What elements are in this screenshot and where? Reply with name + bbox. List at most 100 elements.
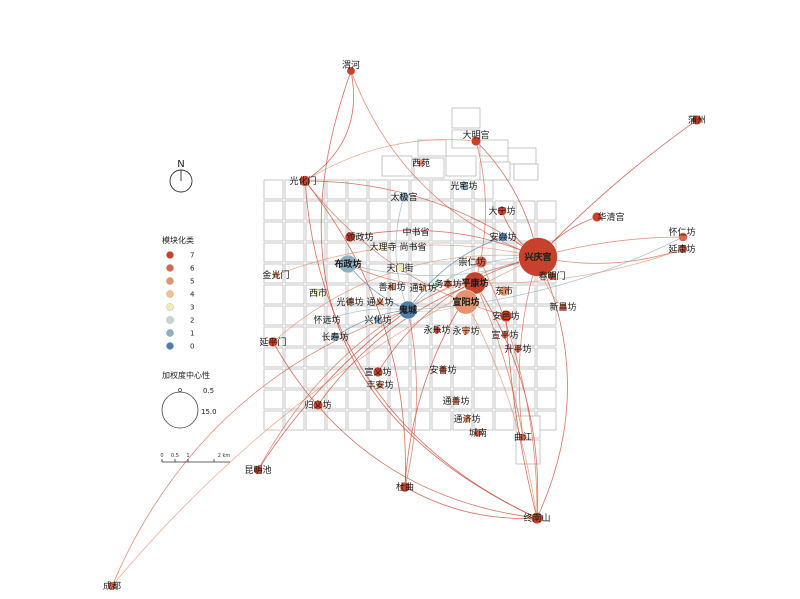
node-label-zhongnanshan: 终南山 [523,512,550,524]
node-huaqinggong [592,212,602,222]
node-label-weihe: 渭河 [342,59,360,71]
network-edge [111,309,409,587]
legend-centrality-large-circle [161,391,199,429]
node-chongrenfang [475,256,488,269]
node-shengpingfang [514,345,522,353]
node-xishi [314,289,322,297]
node-label-chengnan: 城南 [469,427,487,439]
legend-class-value: 7 [190,252,194,260]
node-xiyuan [417,159,425,167]
node-label-fenganfang: 丰安坊 [366,379,393,391]
node-label-chongrenfang: 崇仁坊 [458,256,485,268]
node-puzhou [692,115,702,125]
scale-tick-3: 2 km [218,453,231,459]
node-label-tongjifang: 通济坊 [453,413,480,425]
node-anxingfang [498,232,508,242]
node-danningfang [497,206,507,216]
node-label-anshanfang: 安善坊 [429,364,456,376]
legend-class-swatch [166,290,174,298]
node-label-tongguifang: 通轨坊 [409,282,436,294]
node-zhongshusheng [412,228,420,236]
node-label-anxingfang: 安兴坊 [489,231,516,243]
node-label-puzhou: 蒲州 [688,114,706,126]
network-edge [536,256,568,519]
node-label-buzhengfang: 布政坊 [333,258,361,270]
legend-class-swatch [166,264,174,272]
node-guiyifang [313,400,323,410]
network-edge [465,301,538,519]
node-tongjifang [463,415,471,423]
network-edge [407,236,684,311]
node-anyifang [500,310,513,323]
network-edge [350,70,539,258]
legend-class-swatch [166,342,174,350]
node-label-yongzhifang: 永乐坊 [423,324,450,336]
node-shangshusheng [409,243,417,251]
legend-class-value: 0 [190,343,194,351]
node-label-danningfang: 大宁坊 [488,205,515,217]
legend-class-value: 4 [190,291,195,299]
node-chunmingmen [547,271,557,281]
node-kunmingchi [253,465,263,475]
network-edge [272,254,539,343]
node-label-dalisi: 大理寺 [369,241,396,253]
scale-tick-1: 0.5 [171,453,179,459]
legend-class-value: 5 [190,278,194,286]
legend-class-value: 3 [190,304,194,312]
scale-bar: 0 0.5 1 2 km [160,453,231,463]
node-chengdu [107,581,117,591]
legend-class-value: 1 [190,330,194,338]
network-edge [377,256,539,373]
node-huaiyuanfang [323,316,331,324]
node-label-xinchangfang: 新昌坊 [549,301,576,313]
node-zhongnanshan [531,512,544,525]
node-label-tongshanfang: 通善坊 [442,395,469,407]
network-edge [407,236,504,311]
node-label-wuyifang: 务本坊 [434,278,461,290]
node-guangdefang [346,298,354,306]
scale-tick-2: 1 [186,453,189,459]
node-qujiang [519,433,527,441]
legend-centrality-small-value: 0.5 [203,387,214,395]
node-huairenfang [678,232,688,242]
node-yanpingmen [268,337,278,347]
node-tongyifang [376,298,384,306]
node-label-chengdu: 成都 [103,580,121,592]
node-label-tianmenjie: 天门街 [386,262,413,274]
legend-class-value: 2 [190,317,194,325]
node-label-yanpingmen: 延平门 [259,336,286,348]
node-label-yihefang: 善和坊 [378,281,405,293]
network-edge [320,70,538,519]
legend-centrality-large-value: 15.0 [201,408,217,416]
node-xinchangfang [559,303,567,311]
node-damingong [471,136,481,146]
node-label-damingong: 大明宫 [462,129,489,141]
network-edge [275,244,539,276]
legend-centrality-title: 加权度中心性 [162,370,210,380]
network-edge [404,309,417,488]
node-dongshi [498,285,510,297]
node-label-guicheng: 鬼城 [399,304,417,316]
node-tongguifang [419,284,427,292]
node-label-qujiang: 曲江 [514,432,532,443]
network-edge [304,139,477,182]
network-edge [347,256,539,277]
node-dalisi [379,243,387,251]
node-labels: 渭河大明宫西苑蒲州光化门光宅坊太极宫大宁坊华清宫怀仁坊延康坊中书省颁政坊安兴坊大… [103,59,706,592]
network-edge [349,230,539,258]
network-edge [404,486,538,519]
node-buzhengfang [338,254,358,274]
node-label-xingqinggong: 兴庆宫 [524,251,551,263]
node-guangzhaifang [459,181,469,191]
node-label-tongyifang: 通义坊 [366,296,393,308]
node-changshoufang [330,332,340,342]
node-label-xinghuafang: 兴化坊 [364,314,391,326]
network-edge [304,180,538,519]
scale-tick-0: 0 [160,453,163,459]
legend-module-title: 模块化类 [162,235,194,245]
node-yihefang [388,283,396,291]
node-label-huairenfang: 怀仁坊 [668,226,695,238]
node-guanghuamen [299,175,311,187]
